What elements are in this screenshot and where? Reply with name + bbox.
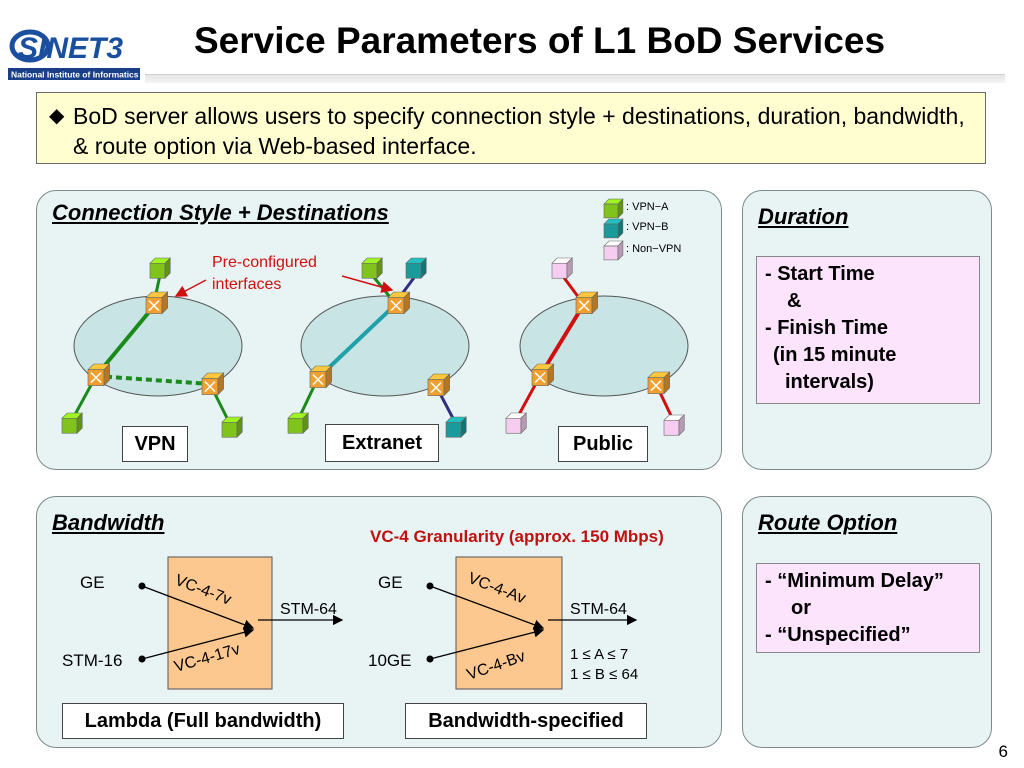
bw-specified-label: Bandwidth-specified bbox=[405, 703, 647, 739]
public-switch-right-icon bbox=[647, 371, 671, 395]
connection-heading: Connection Style + Destinations bbox=[52, 200, 389, 225]
extranet-switch-left-icon bbox=[309, 365, 333, 389]
vpn-label: VPN bbox=[122, 426, 188, 462]
intro-text: BoD server allows users to specify conne… bbox=[73, 103, 965, 159]
extranet-label: Extranet bbox=[325, 424, 439, 462]
lambda-lines bbox=[138, 582, 344, 663]
extranet-site-a-icon bbox=[361, 257, 383, 279]
intro-banner: ◆ BoD server allows users to specify con… bbox=[36, 92, 986, 164]
annotation-line-1: Pre-configured bbox=[212, 254, 317, 271]
route-line-min-delay: - “Minimum Delay” bbox=[765, 570, 944, 592]
annotation-arrow-left bbox=[174, 279, 207, 297]
extranet-site-b-icon bbox=[405, 257, 427, 279]
route-line-unspecified: - “Unspecified” bbox=[765, 624, 911, 646]
vpn-site-top-icon bbox=[149, 257, 171, 279]
lambda-output-stm64: STM-64 bbox=[280, 601, 337, 618]
duration-line-intervals: intervals) bbox=[785, 371, 874, 393]
bw-specified-mux-block bbox=[455, 556, 563, 690]
bw-condition-a: 1 ≤ A ≤ 7 bbox=[570, 646, 629, 663]
vpn-site-right-icon bbox=[221, 416, 243, 438]
route-line-or: or bbox=[791, 597, 811, 619]
duration-line-interval: (in 15 minute bbox=[773, 344, 897, 366]
legend-vpn-b-icon bbox=[603, 218, 624, 239]
granularity-note: VC-4 Granularity (approx. 150 Mbps) bbox=[370, 527, 664, 546]
extranet-switch-top-icon bbox=[387, 291, 411, 315]
public-site-right-icon bbox=[663, 414, 685, 436]
duration-line-start: - Start Time bbox=[765, 263, 875, 285]
route-box: - “Minimum Delay” or - “Unspecified” bbox=[756, 563, 980, 653]
public-switch-left-icon bbox=[531, 363, 555, 387]
bw-input-10ge: 10GE bbox=[368, 651, 412, 670]
sinet3-logo: SINET3 National Institute of Informatics bbox=[8, 24, 140, 82]
logo-subtitle: National Institute of Informatics bbox=[11, 70, 139, 80]
duration-line-finish: - Finish Time bbox=[765, 317, 888, 339]
vpn-switch-left-icon bbox=[87, 363, 111, 387]
legend-non-vpn-icon bbox=[603, 240, 624, 261]
duration-heading: Duration bbox=[758, 204, 849, 229]
legend-non-vpn: : Non−VPN bbox=[626, 243, 682, 255]
public-switch-top-icon bbox=[575, 291, 599, 315]
title-rule bbox=[145, 74, 1005, 83]
vpn-switch-top-icon bbox=[145, 291, 169, 315]
lambda-input-ge: GE bbox=[80, 573, 105, 592]
page-title: Service Parameters of L1 BoD Services bbox=[194, 20, 886, 61]
logo-s-letter: SINET3 bbox=[18, 32, 123, 65]
lambda-mux-block bbox=[167, 556, 273, 690]
legend-vpn-b: : VPN−B bbox=[626, 221, 669, 233]
bw-condition-b: 1 ≤ B ≤ 64 bbox=[570, 666, 639, 683]
extranet-site-right-icon bbox=[445, 416, 467, 438]
bw-specified-lines bbox=[426, 582, 638, 663]
page-number: 6 bbox=[998, 742, 1008, 761]
legend-vpn-a-icon bbox=[603, 198, 624, 219]
sinet3-logo-graphic: SINET3 National Institute of Informatics bbox=[8, 29, 140, 80]
legend-vpn-a: : VPN−A bbox=[626, 201, 669, 213]
extranet-site-left-icon bbox=[287, 412, 309, 434]
bw-output-stm64: STM-64 bbox=[570, 601, 627, 618]
vpn-switch-right-icon bbox=[201, 372, 225, 396]
duration-line-and: & bbox=[787, 290, 802, 312]
annotation-line-2: interfaces bbox=[212, 276, 282, 293]
lambda-input-stm16: STM-16 bbox=[62, 651, 123, 670]
public-label: Public bbox=[558, 426, 648, 462]
public-network-cloud bbox=[519, 295, 689, 397]
route-heading: Route Option bbox=[758, 510, 898, 535]
public-site-top-icon bbox=[551, 257, 573, 279]
extranet-switch-right-icon bbox=[427, 373, 451, 397]
public-site-left-icon bbox=[505, 412, 527, 434]
lambda-label: Lambda (Full bandwidth) bbox=[62, 703, 344, 739]
extranet-network-cloud bbox=[300, 295, 470, 397]
bandwidth-heading: Bandwidth bbox=[52, 510, 165, 535]
vpn-site-left-icon bbox=[61, 412, 83, 434]
annotation-arrow-right bbox=[341, 275, 394, 293]
duration-box: - Start Time & - Finish Time (in 15 minu… bbox=[756, 256, 980, 404]
preconfigured-annotation: Pre-configured interfaces bbox=[212, 252, 317, 296]
bw-input-ge: GE bbox=[378, 573, 403, 592]
node-layer bbox=[61, 198, 685, 438]
diamond-bullet-icon: ◆ bbox=[49, 105, 65, 127]
